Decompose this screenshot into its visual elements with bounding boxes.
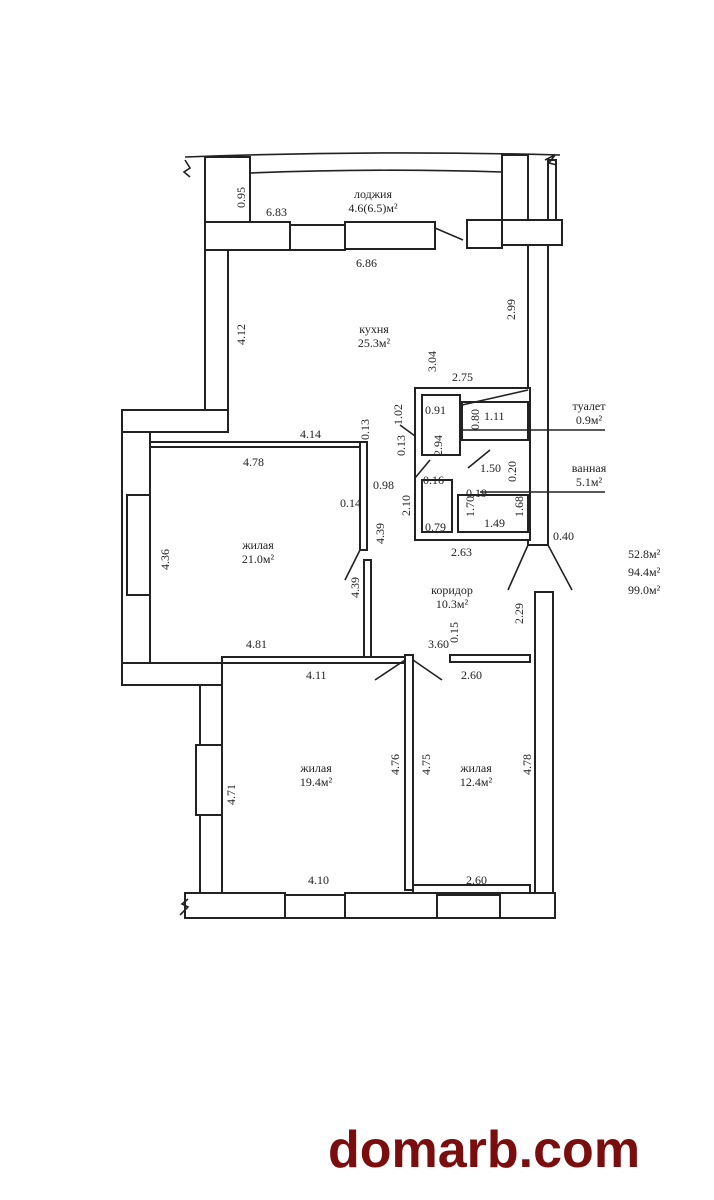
dim: 0.20 (505, 461, 519, 482)
total-area-with-loggia: 99.0м² (628, 583, 661, 597)
dim: 3.60 (428, 637, 449, 651)
walls (121, 152, 605, 919)
dim: 2.99 (504, 299, 518, 320)
dim: 2.60 (461, 668, 482, 682)
room-living3-name: жилая (459, 761, 492, 775)
room-bath-area: 5.1м² (576, 475, 603, 489)
dim: 1.11 (484, 409, 505, 423)
dim: 2.94 (431, 435, 445, 456)
dim: 0.79 (425, 520, 446, 534)
room-bath-name: ванная (572, 461, 607, 475)
room-kitchen-name: кухня (359, 322, 389, 336)
room-loggia-area: 4.6(6.5)м² (348, 201, 398, 215)
dim: 4.39 (348, 577, 362, 598)
dim: 4.76 (388, 754, 402, 775)
dim: 0.19 (466, 486, 487, 500)
dim: 4.81 (246, 637, 267, 651)
dim: 1.68 (512, 496, 526, 517)
room-toilet-name: туалет (573, 399, 607, 413)
area-totals: 52.8м² 94.4м² 99.0м² (628, 547, 661, 597)
dim: 1.49 (484, 516, 505, 530)
room-living2-name: жилая (299, 761, 332, 775)
dim: 2.75 (452, 370, 473, 384)
dim: 4.14 (300, 427, 321, 441)
dim: 1.50 (480, 461, 501, 475)
room-living3-area: 12.4м² (460, 775, 493, 789)
dim: 0.80 (468, 409, 482, 430)
room-labels: лоджия 4.6(6.5)м² кухня 25.3м² туалет 0.… (241, 187, 607, 789)
dim: 0.13 (358, 419, 372, 440)
dim: 4.78 (520, 754, 534, 775)
room-toilet-area: 0.9м² (576, 413, 603, 427)
room-living2-area: 19.4м² (300, 775, 333, 789)
dim: 0.15 (447, 622, 461, 643)
dim: 6.83 (266, 205, 287, 219)
dim: 4.39 (373, 523, 387, 544)
dim: 1.70 (463, 496, 477, 517)
dim: 0.16 (423, 473, 444, 487)
dim: 2.10 (399, 495, 413, 516)
dim: 0.40 (553, 529, 574, 543)
dim: 2.29 (512, 603, 526, 624)
dim: 0.95 (234, 187, 248, 208)
dimension-labels: 0.95 6.83 6.86 4.12 2.99 3.04 2.75 0.91 … (158, 187, 574, 887)
total-area: 94.4м² (628, 565, 661, 579)
dim: 3.04 (425, 351, 439, 372)
dim: 6.86 (356, 256, 377, 270)
dim: 4.75 (419, 754, 433, 775)
dim: 4.71 (224, 784, 238, 805)
room-kitchen-area: 25.3м² (358, 336, 391, 350)
dim: 2.63 (451, 545, 472, 559)
room-living1-name: жилая (241, 538, 274, 552)
dim: 2.60 (466, 873, 487, 887)
total-living-area: 52.8м² (628, 547, 661, 561)
dim: 4.12 (234, 324, 248, 345)
dim: 1.02 (391, 404, 405, 425)
dim: 4.11 (306, 668, 327, 682)
room-living1-area: 21.0м² (242, 552, 275, 566)
dim: 4.36 (158, 549, 172, 570)
room-corridor-area: 10.3м² (436, 597, 469, 611)
room-corridor-name: коридор (431, 583, 473, 597)
watermark-logo: domarb.com (328, 1121, 641, 1179)
room-loggia-name: лоджия (354, 187, 392, 201)
dim: 0.98 (373, 478, 394, 492)
dim: 4.78 (243, 455, 264, 469)
dim: 0.13 (394, 435, 408, 456)
dim: 0.14 (340, 496, 361, 510)
dim: 0.91 (425, 403, 446, 417)
dim: 4.10 (308, 873, 329, 887)
